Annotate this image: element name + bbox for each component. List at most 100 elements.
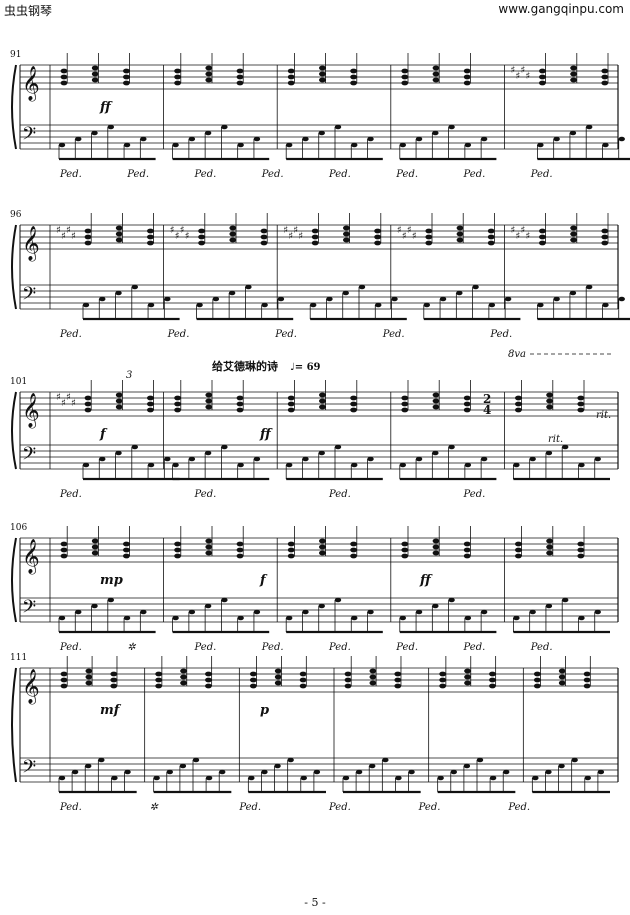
notehead <box>205 671 212 677</box>
notehead <box>147 395 154 401</box>
notehead <box>99 296 106 302</box>
dynamic-mark: ff <box>419 573 433 588</box>
notehead <box>84 401 92 407</box>
sharp-key-signature: ♯ <box>412 231 417 242</box>
notehead <box>174 80 182 86</box>
notehead <box>448 124 455 130</box>
notehead <box>319 538 326 544</box>
notehead <box>205 65 213 71</box>
notehead <box>570 231 577 237</box>
notehead <box>84 234 92 240</box>
notehead <box>205 683 212 689</box>
notehead <box>205 71 213 77</box>
notehead <box>155 677 163 683</box>
notehead <box>464 462 472 468</box>
notehead <box>174 407 182 413</box>
notehead <box>155 683 163 689</box>
notehead <box>85 674 93 680</box>
notehead <box>401 407 409 413</box>
notehead <box>577 541 585 547</box>
notehead <box>147 228 154 234</box>
notehead <box>350 395 357 401</box>
dynamic-mark: f <box>259 573 268 588</box>
notehead <box>299 683 307 689</box>
bass-clef: 𝄢 <box>22 284 36 309</box>
notehead <box>75 136 82 142</box>
notehead <box>174 395 182 401</box>
notehead <box>98 757 105 763</box>
notehead <box>432 71 440 77</box>
notehead <box>172 462 179 468</box>
notehead <box>286 142 293 148</box>
notehead <box>394 671 402 677</box>
notehead <box>463 395 471 401</box>
notehead <box>351 462 358 468</box>
notehead <box>326 296 333 302</box>
pedal-mark: Ped. <box>59 169 82 180</box>
notehead <box>205 77 213 83</box>
notehead <box>204 450 212 456</box>
notehead <box>311 228 319 234</box>
notehead <box>489 671 496 677</box>
pedal-mark: Ped. <box>194 489 217 500</box>
notehead <box>539 74 546 80</box>
notehead <box>229 225 237 231</box>
notehead <box>401 395 409 401</box>
notehead <box>313 769 321 775</box>
notehead <box>198 234 206 240</box>
notehead <box>355 769 363 775</box>
notehead <box>558 674 566 680</box>
notehead <box>558 680 566 686</box>
notehead <box>586 284 593 290</box>
notehead <box>480 456 488 462</box>
sharp-key-signature: ♯ <box>66 225 71 236</box>
notehead <box>110 671 118 677</box>
notehead <box>571 757 578 763</box>
notehead <box>515 541 522 547</box>
notehead <box>350 541 357 547</box>
notehead <box>131 444 138 450</box>
notehead <box>513 462 520 468</box>
system-2: 96𝄞𝄢♯♯♯♯♯♯♯♯♯♯♯♯♯♯♯♯♯♯♯♯Ped.Ped.Ped.Ped.… <box>10 210 630 340</box>
dynamic-mark: ff <box>99 100 113 115</box>
notehead <box>302 609 309 615</box>
notehead <box>546 398 553 404</box>
brace <box>11 64 17 150</box>
notehead <box>60 677 68 683</box>
notehead <box>546 392 553 398</box>
sharp-key-signature: ♯ <box>185 231 190 242</box>
measure-number: 96 <box>10 210 22 220</box>
notehead <box>147 240 154 246</box>
notehead <box>174 401 182 407</box>
notehead <box>299 671 307 677</box>
notehead <box>60 74 68 80</box>
notehead <box>415 136 423 142</box>
notehead <box>115 290 122 296</box>
notehead <box>188 136 196 142</box>
notehead <box>91 544 99 550</box>
notehead <box>319 392 326 398</box>
notehead <box>515 395 522 401</box>
brace <box>11 391 17 470</box>
notehead <box>432 392 440 398</box>
notehead <box>236 395 244 401</box>
notehead <box>382 757 389 763</box>
notehead <box>286 462 293 468</box>
site-url[interactable]: www.gangqinpu.com <box>498 2 624 16</box>
notehead <box>586 124 593 130</box>
pedal-mark: Ped. <box>463 642 486 653</box>
notehead <box>487 228 495 234</box>
bass-clef: 𝄢 <box>22 597 36 622</box>
notehead <box>367 456 374 462</box>
notehead <box>344 677 352 683</box>
dynamic-mark: ff <box>259 427 273 442</box>
notehead <box>91 550 99 556</box>
notehead <box>463 401 471 407</box>
pedal-mark: Ped. <box>328 169 351 180</box>
notehead <box>172 142 179 148</box>
notehead <box>463 80 471 86</box>
pedal-mark: Ped. <box>463 169 486 180</box>
notehead <box>537 142 544 148</box>
sharp-key-signature: ♯ <box>56 392 61 403</box>
notehead <box>432 538 440 544</box>
